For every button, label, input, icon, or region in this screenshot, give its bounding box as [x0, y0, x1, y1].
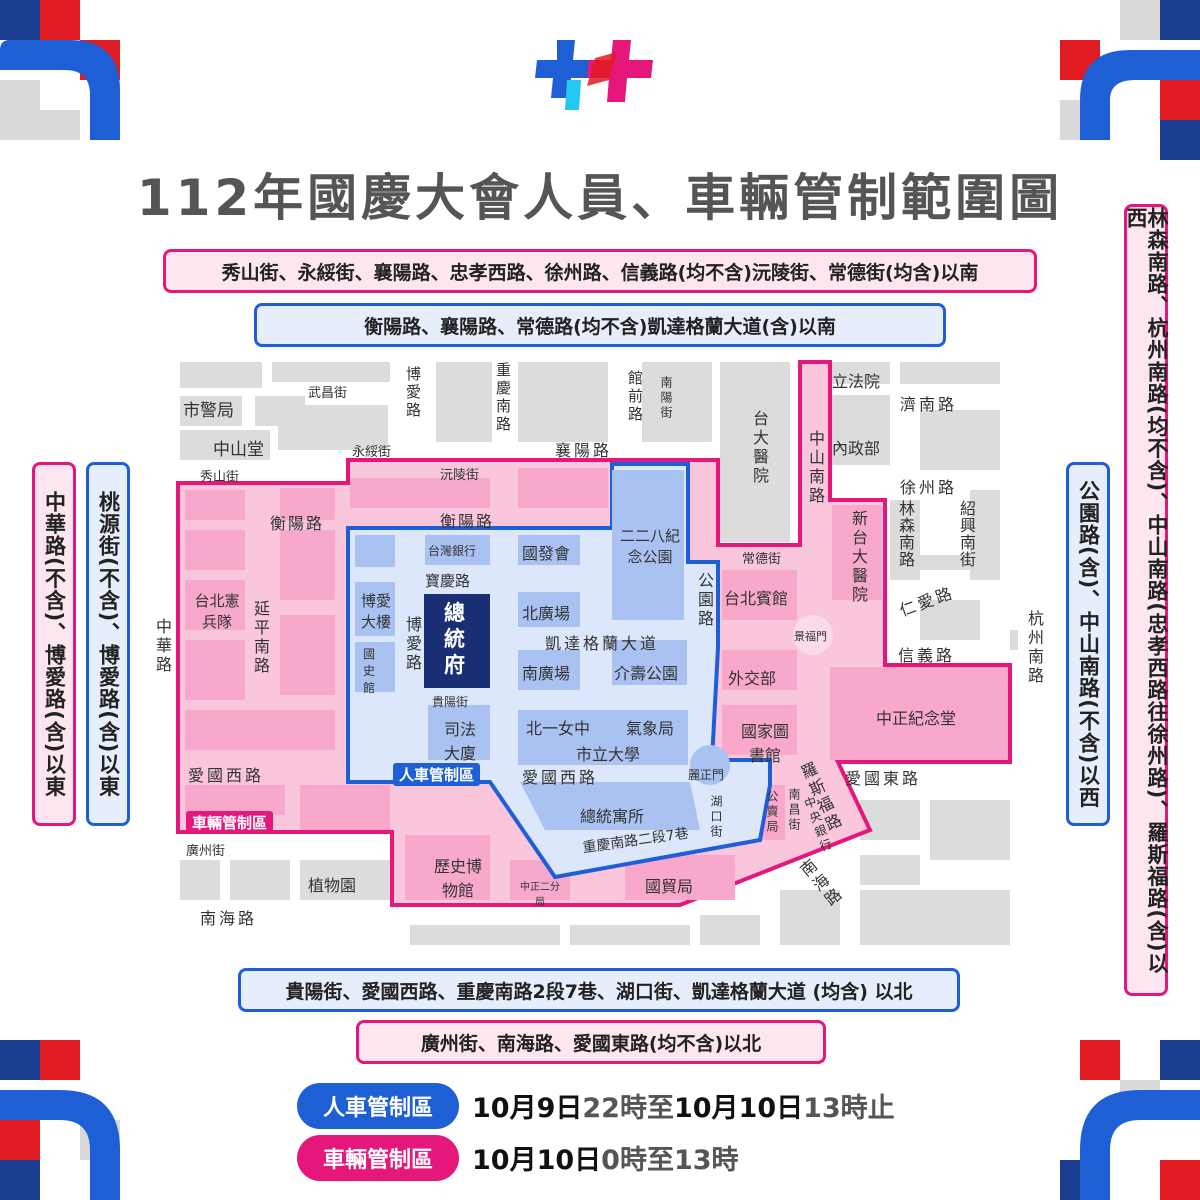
label-taiwan-bank: 台灣銀行	[428, 544, 477, 558]
legend-person-pill: 人車管制區	[297, 1083, 459, 1129]
label-228-park: 二二八紀念公園	[620, 527, 681, 566]
label-guoshiguan: 國史館	[363, 647, 376, 695]
east-person-boundary: 公園路(含)、中山南路(不含)以西	[1066, 462, 1110, 826]
street-baoqing: 寶慶路	[425, 572, 471, 590]
national-day-logo	[535, 40, 653, 110]
street-hengyang-east: 衡陽路	[440, 512, 495, 531]
corner-top-left	[0, 0, 120, 140]
south-person-boundary: 貴陽街、愛國西路、重慶南路2段7巷、湖口街、凱達格蘭大道 (均含) 以北	[238, 968, 960, 1012]
corner-top-right	[1060, 0, 1200, 160]
label-history-museum: 歷史博物館	[433, 857, 482, 900]
person-zone-map-label: 人車管制區	[393, 763, 481, 786]
street-aiguo-east: 愛國東路	[845, 769, 922, 788]
legend-person-time: 10月9日22時至10月10日13時止	[472, 1093, 895, 1124]
label-botanical-garden: 植物園	[308, 876, 357, 895]
label-taipei-guesthouse: 台北賓館	[724, 589, 789, 608]
corner-bottom-right	[1060, 1040, 1200, 1200]
street-yuanling: 沅陵街	[440, 468, 480, 483]
label-ckskmh: 中正紀念堂	[876, 709, 957, 728]
street-yanping: 延平南路	[251, 600, 270, 676]
label-zhongzheng-precinct: 中正二分局	[520, 882, 560, 908]
presidential-office-block	[424, 594, 490, 688]
street-xiangyang: 襄陽路	[555, 441, 613, 460]
jingfu-gate-circle	[793, 615, 833, 655]
label-lifayuan: 立法院	[832, 372, 881, 391]
north-person-boundary: 衡陽路、襄陽路、常德路(均不含)凱達格蘭大道(含)以南	[254, 303, 946, 347]
label-shijingju: 市警局	[183, 401, 234, 421]
street-jinan: 濟南路	[900, 395, 958, 414]
label-trade-bureau: 國貿局	[645, 877, 694, 896]
street-chongqing-north: 重慶南路	[494, 362, 512, 434]
label-president-residence: 總統寓所	[580, 807, 645, 826]
label-guofahui: 國發會	[522, 544, 571, 563]
legend-vehicle-pill: 車輛管制區	[297, 1135, 459, 1181]
person-zone-blocks	[355, 470, 730, 830]
street-hengyang-west: 衡陽路	[270, 514, 325, 533]
label-judicial-yuan: 司法大廈	[443, 720, 476, 763]
label-mp-unit: 台北憲兵隊	[194, 592, 240, 631]
label-first-girls-hs: 北一女中	[526, 719, 591, 738]
label-mofa: 外交部	[728, 669, 777, 688]
south-vehicle-boundary: 廣州街、南海路、愛國東路(均不含)以北	[356, 1020, 826, 1064]
street-nanyang: 南陽街	[659, 376, 673, 421]
street-shaoxing: 紹興南街	[957, 500, 976, 568]
label-neizhengbu: 內政部	[832, 439, 881, 458]
label-taida: 台大醫院	[750, 410, 769, 486]
label-north-plaza: 北廣場	[522, 604, 571, 623]
street-hukou: 湖口街	[709, 795, 723, 840]
label-weather-bureau: 氣象局	[626, 719, 675, 738]
street-gongyuan: 公園路	[695, 572, 714, 629]
street-wuchang: 武昌街	[308, 386, 348, 401]
street-hangzhou: 杭州南路	[1025, 610, 1044, 686]
label-city-university: 市立大學	[576, 745, 641, 764]
page-title: 112年國慶大會人員、車輛管制範圍圖	[136, 169, 1064, 227]
label-boai-building: 博愛大樓	[360, 592, 391, 631]
street-guanqian: 館前路	[626, 370, 644, 424]
east-vehicle-boundary: 林森南路、杭州南路(均不含)、中山南路(忠孝西路往徐州路)、羅斯福路(含)以西	[1124, 204, 1169, 996]
street-nanchang: 南昌街	[787, 788, 801, 833]
street-linsen: 林森南路	[896, 500, 915, 568]
legend-vehicle-time: 10月10日0時至13時	[472, 1145, 739, 1176]
label-lizhengmen: 麗正門	[688, 768, 725, 782]
street-xuzhou: 徐州路	[900, 478, 958, 497]
street-xinyi: 信義路	[898, 646, 956, 665]
west-vehicle-boundary: 中華路(不含)、博愛路(含)以東	[32, 462, 76, 826]
street-boai-north: 博愛路	[404, 366, 422, 420]
vehicle-zone-blocks	[185, 468, 1008, 900]
label-national-library: 國家圖書館	[740, 722, 789, 765]
street-xiushan: 秀山街	[200, 470, 240, 485]
street-guiyang: 貴陽街	[432, 695, 469, 709]
label-zhongshantang: 中山堂	[213, 440, 264, 460]
label-jieshou-park: 介壽公園	[614, 664, 679, 683]
label-tobacco-bureau: 公賣局	[765, 790, 779, 835]
label-xintai: 新台大醫院	[849, 510, 868, 605]
street-zhonghua: 中華路	[153, 618, 172, 675]
street-boai-south: 博愛路	[403, 616, 422, 673]
city-blocks	[180, 362, 1018, 945]
label-presidential-office: 總統府	[444, 601, 465, 677]
street-changde: 常德街	[742, 552, 782, 567]
vehicle-zone-map-label: 車輛管制區	[186, 811, 274, 834]
street-guangzhou: 廣州街	[186, 844, 226, 859]
north-vehicle-boundary: 秀山街、永綏街、襄陽路、忠孝西路、徐州路、信義路(均不含)沅陵街、常德街(均含)…	[163, 249, 1037, 293]
street-aiguo-west-2: 愛國西路	[522, 768, 599, 787]
west-person-boundary: 桃源街(不含)、博愛路(含)以東	[86, 462, 130, 826]
street-nanhai-west: 南海路	[200, 909, 258, 928]
corner-bottom-left	[0, 1040, 120, 1200]
street-yongsui: 永綏街	[352, 445, 392, 460]
street-zhongshan-south: 中山南路	[806, 430, 825, 506]
label-jingfumen: 景福門	[794, 630, 827, 643]
street-aiguo-west-1: 愛國西路	[188, 766, 265, 785]
street-ketagalan: 凱達格蘭大道	[545, 634, 660, 653]
label-south-plaza: 南廣場	[522, 664, 571, 683]
